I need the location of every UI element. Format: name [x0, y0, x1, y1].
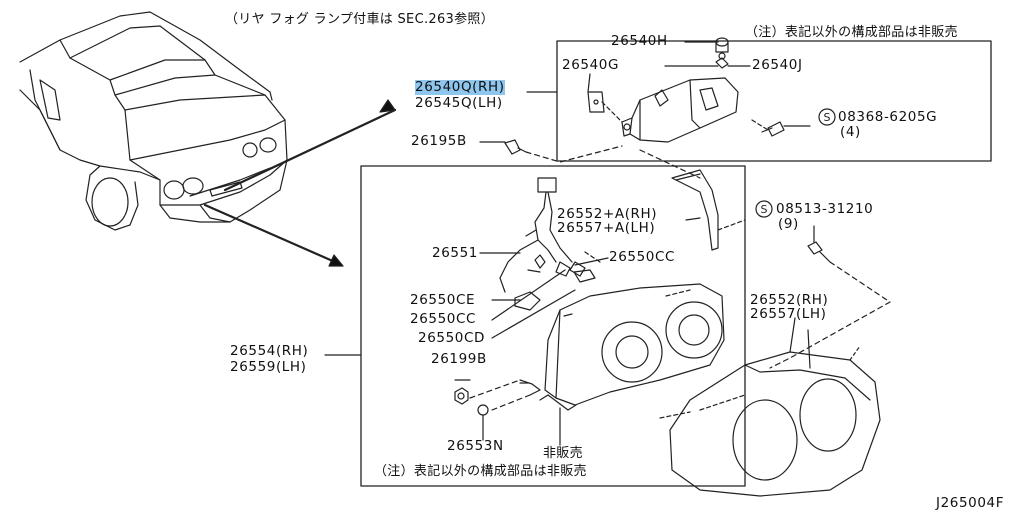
part-26550CC-top[interactable]: 26550CC	[609, 249, 675, 265]
part-26540H[interactable]: 26540H	[611, 33, 668, 49]
diagram-code: J265004F	[936, 495, 1005, 511]
part-26552A[interactable]: 26552+A(RH)	[557, 206, 658, 222]
part-26557[interactable]: 26557(LH)	[750, 306, 827, 322]
part-26540G[interactable]: 26540G	[562, 57, 620, 73]
wire-harness-drawing	[499, 177, 586, 311]
not-sold-label: 非販売	[543, 446, 583, 461]
part-08513-qty: (9)	[778, 216, 799, 232]
part-26195B[interactable]: 26195B	[411, 133, 467, 149]
part-26540Q-highlighted[interactable]: 26540Q(RH)	[415, 79, 505, 95]
part-26552[interactable]: 26552(RH)	[750, 292, 829, 308]
inset-note: （注）表記以外の構成部品は非販売	[745, 25, 958, 40]
part-26199B[interactable]: 26199B	[431, 351, 487, 367]
part-26559[interactable]: 26559(LH)	[230, 359, 307, 375]
main-note: （注）表記以外の構成部品は非販売	[374, 464, 587, 479]
part-26550CE[interactable]: 26550CE	[410, 292, 476, 308]
part-26557A[interactable]: 26557+A(LH)	[557, 220, 656, 236]
part-26545Q[interactable]: 26545Q(LH)	[415, 95, 503, 111]
part-08368-qty: (4)	[840, 124, 861, 140]
title-note: （リヤ フォグ ランプ付車は SEC.263参照）	[225, 12, 494, 27]
s-symbol-1: S	[824, 111, 831, 124]
part-26551[interactable]: 26551	[432, 245, 478, 261]
lamp-assembly-drawing	[539, 283, 725, 411]
part-26550CC[interactable]: 26550CC	[410, 311, 476, 327]
car-illustration	[19, 11, 288, 231]
part-26554[interactable]: 26554(RH)	[230, 343, 309, 359]
part-26553N[interactable]: 26553N	[447, 438, 504, 454]
s-symbol-2: S	[761, 203, 768, 216]
part-26550CD[interactable]: 26550CD	[418, 330, 485, 346]
outer-lens-drawing	[669, 317, 881, 497]
fog-lamp-drawing	[587, 37, 811, 143]
part-08368[interactable]: 08368-6205G	[838, 109, 938, 125]
part-26540J[interactable]: 26540J	[752, 57, 803, 73]
part-08513[interactable]: 08513-31210	[776, 201, 874, 217]
